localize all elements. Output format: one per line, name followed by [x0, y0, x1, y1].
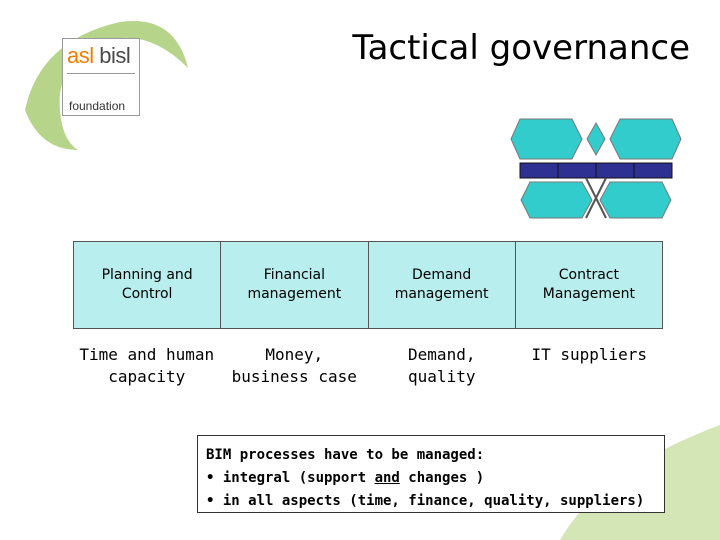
framework-diagram-icon: [510, 118, 682, 219]
aspect-time: Time and human capacity: [79, 345, 215, 386]
asl-bisl-logo: asl bisl foundation: [62, 38, 140, 116]
summary-note: BIM processes have to be managed: • inte…: [197, 435, 665, 513]
header-planning-control: Planning and Control: [74, 242, 222, 328]
aspect-row: Time and human capacity Money, business …: [73, 344, 663, 388]
logo-bisl: bisl: [99, 43, 131, 68]
header-contract-management: Contract Management: [515, 242, 662, 328]
aspect-money: Money, business case: [231, 345, 357, 386]
logo-foundation: foundation: [69, 99, 126, 113]
note-line-3: • in all aspects (time, finance, quality…: [206, 493, 645, 509]
header-financial-management: Financial management: [221, 242, 369, 328]
note-line-1: BIM processes have to be managed:: [206, 447, 485, 463]
slide-title: Tactical governance: [352, 28, 690, 68]
header-demand-management: Demand management: [368, 242, 516, 328]
aspect-demand: Demand, quality: [408, 345, 476, 386]
logo-asl: asl: [67, 43, 94, 68]
process-grid: Planning and Control Financial managemen…: [73, 241, 663, 329]
note-line-2: • integral (support and changes ): [206, 470, 485, 486]
aspect-suppliers: IT suppliers: [531, 345, 648, 364]
